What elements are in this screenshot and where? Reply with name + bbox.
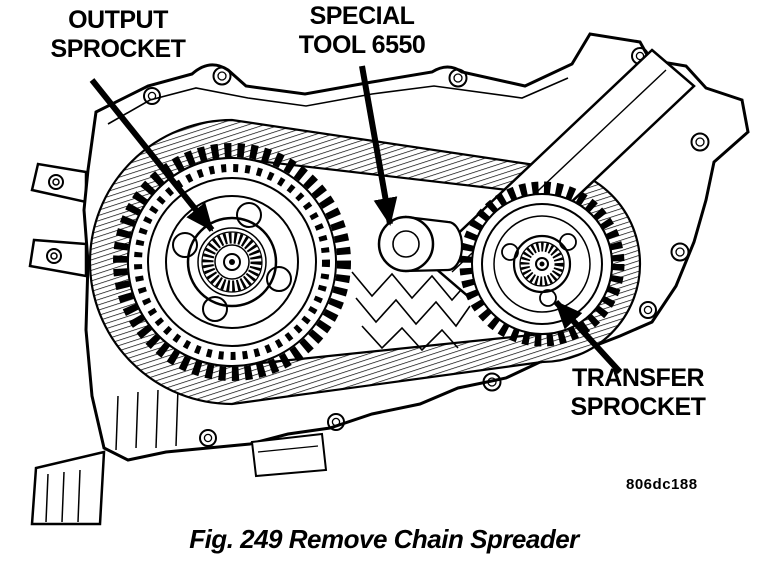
transfer-sprocket-splines bbox=[520, 242, 564, 286]
housing-ribs bbox=[115, 387, 179, 451]
output-sprocket-label: OUTPUT SPROCKET bbox=[50, 6, 186, 63]
special-tool-arrow bbox=[359, 65, 398, 226]
transfer-sprocket bbox=[459, 181, 625, 347]
transfer-sprocket-label: TRANSFER SPROCKET bbox=[570, 364, 706, 421]
transfer-sprocket-teeth bbox=[459, 181, 625, 347]
housing-left-lug-lower bbox=[28, 238, 88, 278]
special-tool-6550 bbox=[377, 215, 464, 273]
spread-chain-links bbox=[351, 271, 471, 352]
housing-lower-left-bracket bbox=[30, 450, 106, 526]
output-sprocket-splines bbox=[202, 232, 262, 292]
drawing-code: 806dc188 bbox=[626, 476, 698, 493]
figure-caption: Fig. 249 Remove Chain Spreader bbox=[189, 524, 579, 554]
transfer-sprocket-arrow bbox=[553, 299, 623, 375]
housing-inner-gasket-line bbox=[107, 77, 569, 125]
housing-bottom-foot bbox=[250, 432, 328, 478]
output-sprocket-teeth-inner bbox=[134, 164, 330, 360]
output-sprocket-arrow bbox=[89, 78, 215, 232]
housing-bolt-holes bbox=[143, 47, 710, 447]
output-sprocket-teeth-outer bbox=[113, 143, 351, 381]
callout-arrows bbox=[89, 65, 623, 375]
output-sprocket bbox=[113, 143, 351, 381]
special-tool-label: SPECIAL TOOL 6550 bbox=[298, 2, 426, 59]
